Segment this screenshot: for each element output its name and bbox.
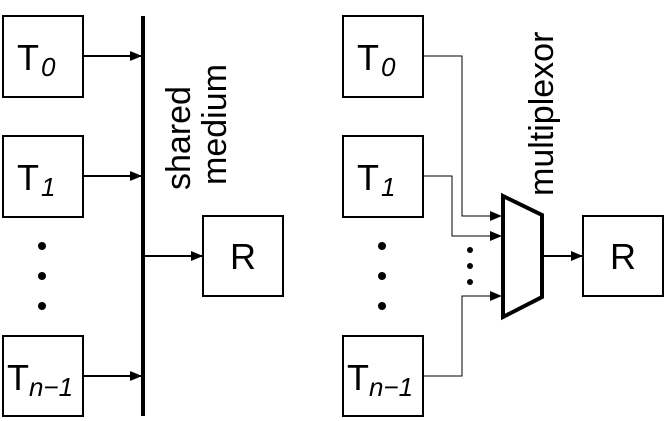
receiver-left: R	[202, 215, 284, 297]
transmitter-label: T0	[357, 37, 396, 82]
receiver-label: R	[610, 236, 636, 277]
transmitter-label: T0	[17, 37, 56, 82]
multiplexor-shape	[501, 192, 544, 321]
shared-medium-diagram: T0 T1 Tn−1 R shared medium	[2, 15, 284, 417]
ellipsis-dots	[378, 242, 386, 310]
ellipsis-dots	[38, 242, 46, 310]
multiplexor-label: multiplexor	[523, 32, 561, 196]
transmitter-label: Tn−1	[7, 357, 73, 402]
transmitter-t1: T1	[342, 135, 424, 218]
svg-text:medium: medium	[196, 64, 234, 185]
transmitter-t0: T0	[2, 15, 84, 98]
transmitter-tn-1: Tn−1	[342, 335, 424, 417]
transmitter-box	[342, 335, 424, 417]
transmitter-box	[2, 335, 84, 417]
wire-tn-1-to-mux	[423, 291, 502, 377]
transmitter-tn-1: Tn−1	[2, 335, 84, 417]
wire-t0-to-mux	[423, 55, 502, 221]
transmitter-label: Tn−1	[347, 357, 413, 402]
receiver-right: R	[582, 215, 664, 297]
transmitter-label: T1	[357, 157, 395, 202]
receiver-box	[582, 215, 664, 297]
multiplexor-diagram: T0 T1 Tn−1 R multiplexor	[342, 15, 664, 417]
svg-text:shared: shared	[160, 86, 198, 190]
transmitter-t1: T1	[2, 135, 84, 218]
transmitter-label: T1	[17, 157, 55, 202]
receiver-label: R	[230, 236, 256, 277]
mux-ellipsis-dots	[467, 247, 473, 285]
transmitter-box	[2, 15, 84, 98]
wire-t1-to-mux	[423, 175, 502, 241]
transmitter-box	[342, 15, 424, 98]
shared-medium-label: shared medium	[160, 64, 234, 190]
receiver-box	[202, 215, 284, 297]
transmitter-t0: T0	[342, 15, 424, 98]
